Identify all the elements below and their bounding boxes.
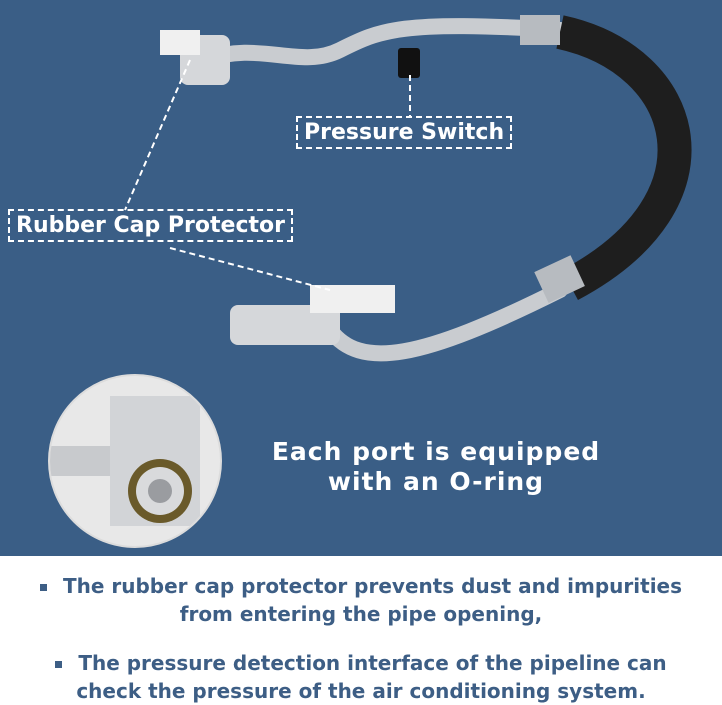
o-ring-closeup: [48, 374, 222, 548]
lower-port-fitting: [230, 305, 340, 345]
feature-line-1: Each port is equipped: [271, 437, 601, 466]
ac-hose-illustration: [124, 15, 692, 362]
upper-rubber-cap: [160, 30, 200, 55]
feature-line-2: with an O-ring: [327, 467, 545, 496]
crimp-fitting-upper: [520, 15, 560, 45]
o-ring-feature-text: Each port is equipped with an O-ring: [236, 437, 636, 497]
bullet-marker: [39, 584, 47, 591]
pressure-switch-part: [398, 48, 420, 78]
lower-rubber-cap: [310, 285, 395, 313]
bullet-item: The rubber cap protector prevents dust a…: [0, 572, 722, 628]
product-image-panel: Pressure Switch Rubber Cap Protector Eac…: [0, 0, 722, 556]
pressure-switch-label: Pressure Switch: [296, 116, 513, 149]
bullet-marker: [55, 661, 63, 668]
metal-pipe-upper: [197, 18, 568, 68]
metal-pipe-lower: [322, 282, 568, 362]
bullet-text: check the pressure of the air conditioni…: [76, 679, 646, 703]
bullet-text: from entering the pipe opening,: [179, 602, 543, 626]
description-panel: The rubber cap protector prevents dust a…: [0, 556, 722, 703]
bullet-text: The pressure detection interface of the …: [78, 651, 667, 675]
bullet-item: The pressure detection interface of the …: [0, 649, 722, 705]
rubber-cap-label: Rubber Cap Protector: [8, 209, 293, 242]
crimp-fitting-lower: [534, 255, 585, 303]
rubber-hose: [556, 15, 692, 301]
bullet-text: The rubber cap protector prevents dust a…: [62, 574, 683, 598]
